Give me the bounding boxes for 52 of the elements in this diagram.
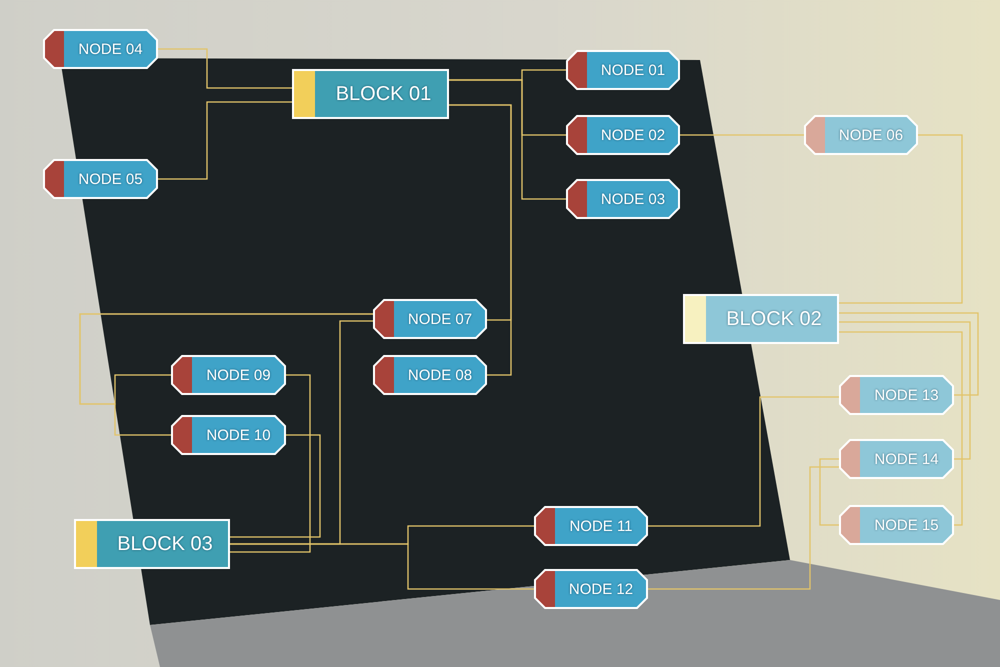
connector-line (838, 312, 979, 396)
node-label: NODE 06 (838, 126, 904, 144)
node-box (567, 116, 679, 154)
connector-line (229, 434, 321, 538)
node-box (44, 160, 157, 198)
block-box (684, 295, 838, 343)
connector-line (157, 48, 293, 89)
node-box (567, 180, 679, 218)
node-label: BLOCK 03 (117, 532, 213, 556)
node-label: NODE 13 (874, 386, 939, 404)
connector-line (229, 374, 311, 553)
node-label: NODE 15 (874, 516, 939, 534)
connector-line (679, 134, 805, 136)
node-box (840, 440, 953, 478)
node-box (805, 116, 917, 154)
block-box (75, 520, 229, 568)
node-box (535, 570, 647, 608)
node-box (374, 300, 486, 338)
connector-line (647, 466, 840, 590)
node-label: NODE 11 (569, 518, 633, 534)
node-label: NODE 10 (206, 426, 271, 444)
connector-line (838, 321, 971, 460)
connector-line (448, 104, 512, 376)
connector-line (79, 313, 374, 436)
connector-line (838, 331, 963, 526)
node-box (840, 376, 953, 414)
node-label: NODE 01 (600, 62, 666, 78)
node-label: NODE 14 (874, 450, 939, 468)
node-label: NODE 08 (408, 366, 472, 384)
node-box (535, 507, 647, 545)
node-label: NODE 09 (206, 366, 271, 384)
node-label: NODE 04 (78, 40, 143, 58)
node-label: NODE 03 (600, 190, 666, 208)
node-label: NODE 05 (78, 170, 143, 188)
node-label: NODE 02 (600, 126, 666, 144)
block-box (293, 70, 448, 118)
node-label: BLOCK 02 (726, 308, 822, 330)
node-box (840, 506, 953, 544)
connector-line (819, 458, 840, 526)
node-box (567, 51, 679, 89)
node-label: NODE 07 (408, 310, 472, 328)
node-label: NODE 12 (568, 580, 634, 598)
connector-line (647, 396, 840, 527)
node-box (172, 356, 285, 394)
connector-line (229, 543, 535, 590)
connector-line (157, 101, 293, 180)
node-box (44, 30, 157, 68)
connector-line (838, 134, 963, 304)
connector-line (448, 79, 567, 200)
node-label: BLOCK 01 (336, 82, 432, 106)
node-box (374, 356, 486, 394)
node-box (172, 416, 285, 454)
